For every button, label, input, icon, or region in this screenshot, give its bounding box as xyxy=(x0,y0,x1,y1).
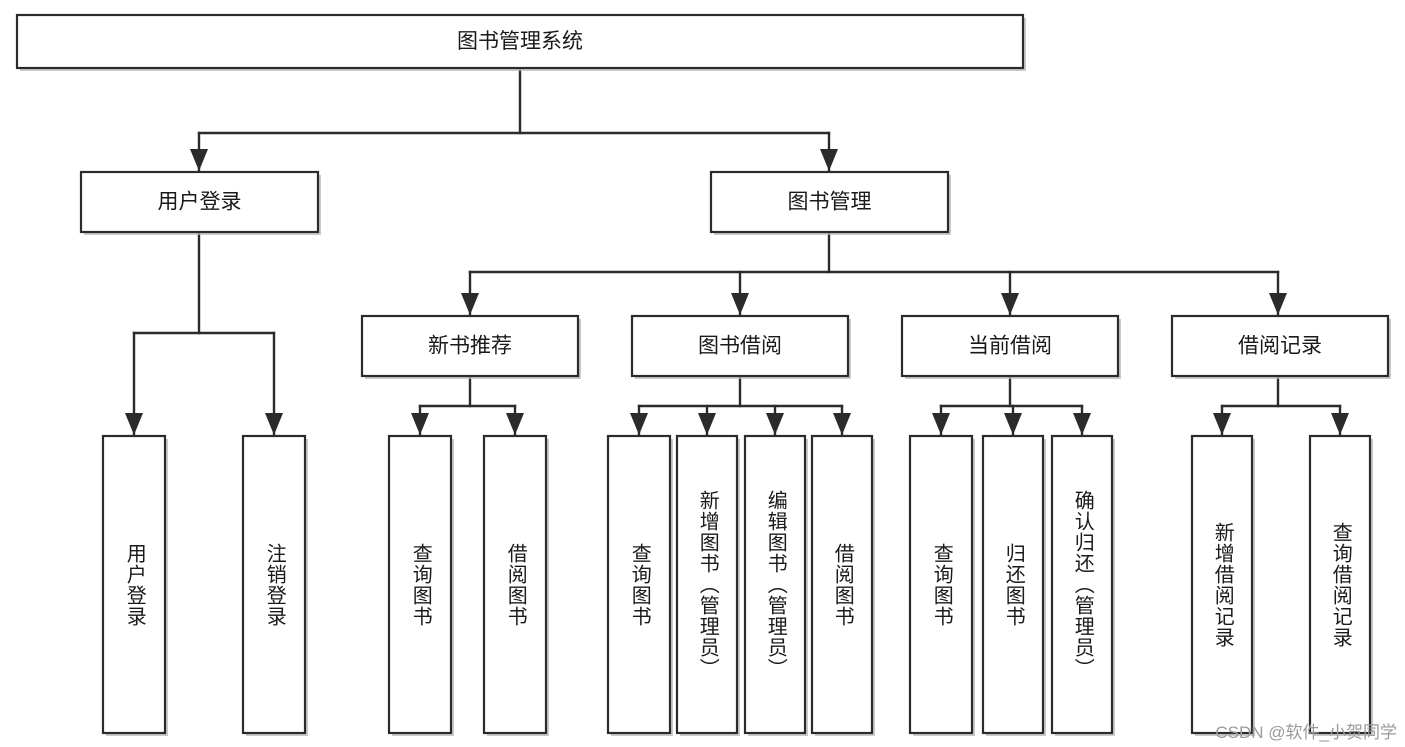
leaf-node-box-9[interactable] xyxy=(981,434,1045,735)
arrow-head-icon xyxy=(698,413,716,435)
arrow-head-icon xyxy=(125,413,143,435)
level3-node-box-1[interactable] xyxy=(630,314,850,378)
leaf-node-box-11[interactable] xyxy=(1190,434,1254,735)
arrow-head-icon xyxy=(1073,413,1091,435)
level2-node-box-1[interactable] xyxy=(709,170,950,234)
arrow-head-icon xyxy=(265,413,283,435)
leaf-node-box-3[interactable] xyxy=(482,434,548,735)
leaf-node-box-4[interactable] xyxy=(606,434,672,735)
arrow-head-icon xyxy=(820,149,838,171)
leaf-node-box-0[interactable] xyxy=(101,434,167,735)
leaf-node-box-10[interactable] xyxy=(1050,434,1114,735)
level3-node-label-0: 新书推荐 xyxy=(428,335,512,358)
arrow-head-icon xyxy=(461,293,479,315)
level2-node-box-0[interactable] xyxy=(79,170,320,234)
level3-node-box-0[interactable] xyxy=(360,314,580,378)
node-box-layer xyxy=(15,13,1391,736)
arrow-head-icon xyxy=(411,413,429,435)
connector-layer xyxy=(125,66,1349,436)
arrow-head-icon xyxy=(932,413,950,435)
arrow-head-icon xyxy=(1004,413,1022,435)
root-node-box[interactable] xyxy=(15,13,1025,70)
leaf-node-box-8[interactable] xyxy=(908,434,974,735)
level3-node-label-3: 借阅记录 xyxy=(1238,335,1322,358)
leaf-node-box-12[interactable] xyxy=(1308,434,1372,735)
arrow-head-icon xyxy=(833,413,851,435)
arrow-head-icon xyxy=(190,149,208,171)
level3-node-label-2: 当前借阅 xyxy=(968,335,1052,358)
arrow-head-icon xyxy=(731,293,749,315)
leaf-node-box-1[interactable] xyxy=(241,434,307,735)
leaf-node-box-7[interactable] xyxy=(810,434,874,735)
level2-node-label-0: 用户登录 xyxy=(158,191,242,214)
leaf-node-box-2[interactable] xyxy=(387,434,453,735)
arrow-head-icon xyxy=(506,413,524,435)
arrow-head-icon xyxy=(1213,413,1231,435)
arrow-head-icon xyxy=(1269,293,1287,315)
arrow-head-icon xyxy=(1331,413,1349,435)
level3-node-box-3[interactable] xyxy=(1170,314,1390,378)
level3-node-box-2[interactable] xyxy=(900,314,1120,378)
leaf-node-box-6[interactable] xyxy=(743,434,807,735)
arrow-head-icon xyxy=(630,413,648,435)
level2-node-label-1: 图书管理 xyxy=(788,191,872,214)
root-node-label: 图书管理系统 xyxy=(457,30,583,53)
level3-node-label-1: 图书借阅 xyxy=(698,335,782,358)
arrow-head-icon xyxy=(766,413,784,435)
leaf-node-box-5[interactable] xyxy=(675,434,739,735)
arrow-head-icon xyxy=(1001,293,1019,315)
